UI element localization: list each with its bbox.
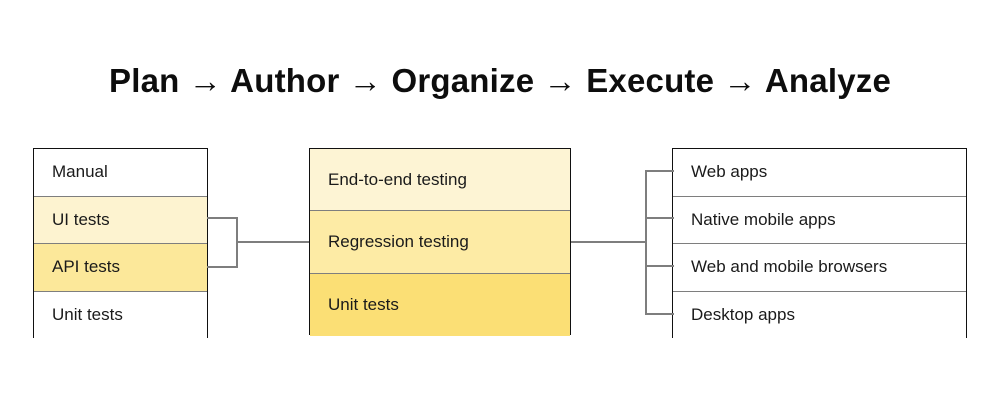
connector-left-stub-ui [207,217,238,220]
list-item[interactable]: Web and mobile browsers [673,244,966,292]
test-levels-group: End-to-end testing Regression testing Un… [309,148,571,336]
list-item[interactable]: UI tests [34,196,207,244]
list-item[interactable]: Manual [34,149,207,197]
connector-right-stub-3 [645,265,674,268]
test-types-group: Manual UI tests API tests Unit tests [33,148,208,339]
connector-right-stub-4 [645,313,674,316]
list-item[interactable]: Unit tests [34,291,207,339]
targets-group: Web apps Native mobile apps Web and mobi… [672,148,967,339]
connector-right-spine [645,170,648,315]
list-item[interactable]: Regression testing [310,211,570,274]
list-item[interactable]: Desktop apps [673,291,966,339]
list-item[interactable]: API tests [34,244,207,292]
connector-left-trunk [236,241,309,244]
list-item[interactable]: End-to-end testing [310,149,570,212]
connector-right-stub-2 [645,217,674,220]
list-item[interactable]: Web apps [673,149,966,197]
connector-right-stub-1 [645,170,674,173]
list-item[interactable]: Native mobile apps [673,196,966,244]
list-item[interactable]: Unit tests [310,273,570,336]
page-title: Plan → Author → Organize → Execute → Ana… [108,62,891,99]
connector-left-stub-api [207,266,238,269]
connector-right-trunk [571,241,647,244]
